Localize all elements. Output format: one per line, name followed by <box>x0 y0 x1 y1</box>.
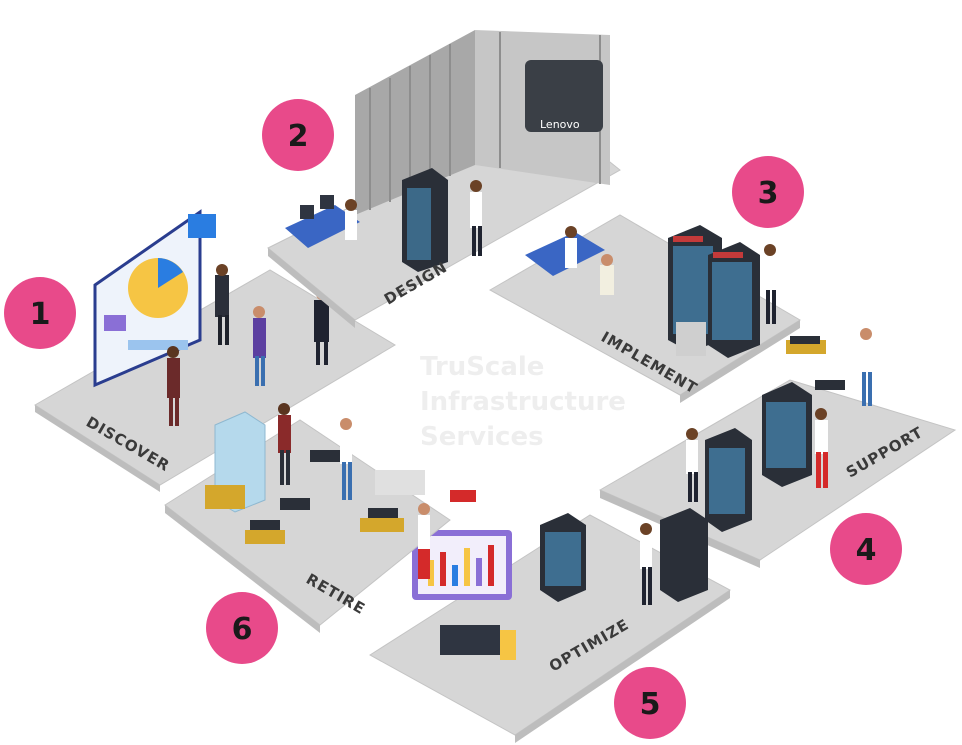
lenovo-logo: Lenovo <box>540 118 580 131</box>
badge-6-number: 6 <box>232 612 253 647</box>
optimize-equipment <box>412 508 708 660</box>
design-curtain-wall: Lenovo <box>355 30 610 215</box>
stage-design: Lenovo DESIGN <box>267 30 621 328</box>
badge-6: 6 <box>206 592 278 664</box>
discover-presentation-board <box>93 209 216 388</box>
badge-2: 2 <box>262 99 334 171</box>
stage-implement: IMPLEMENT <box>488 214 801 403</box>
badge-3: 3 <box>732 156 804 228</box>
retire-equipment <box>205 403 476 579</box>
badge-1-number: 1 <box>30 297 51 332</box>
badge-5-number: 5 <box>640 687 661 722</box>
watermark-line-2: Infrastructure <box>420 387 626 417</box>
badge-3-number: 3 <box>758 176 779 211</box>
stage-discover: DISCOVER <box>34 209 396 492</box>
stage-optimize: OPTIMIZE <box>369 508 731 743</box>
design-equipment <box>285 168 482 272</box>
badge-4-number: 4 <box>856 533 877 568</box>
badge-5: 5 <box>614 667 686 739</box>
watermark-line-3: Services <box>420 422 544 452</box>
badge-2-number: 2 <box>288 119 309 154</box>
watermark-line-1: TruScale <box>420 352 544 382</box>
badge-1: 1 <box>4 277 76 349</box>
support-equipment <box>686 328 872 532</box>
center-watermark: TruScale Infrastructure Services <box>420 352 626 452</box>
badge-4: 4 <box>830 513 902 585</box>
implement-equipment <box>525 225 776 358</box>
stage-retire: RETIRE <box>164 403 476 633</box>
